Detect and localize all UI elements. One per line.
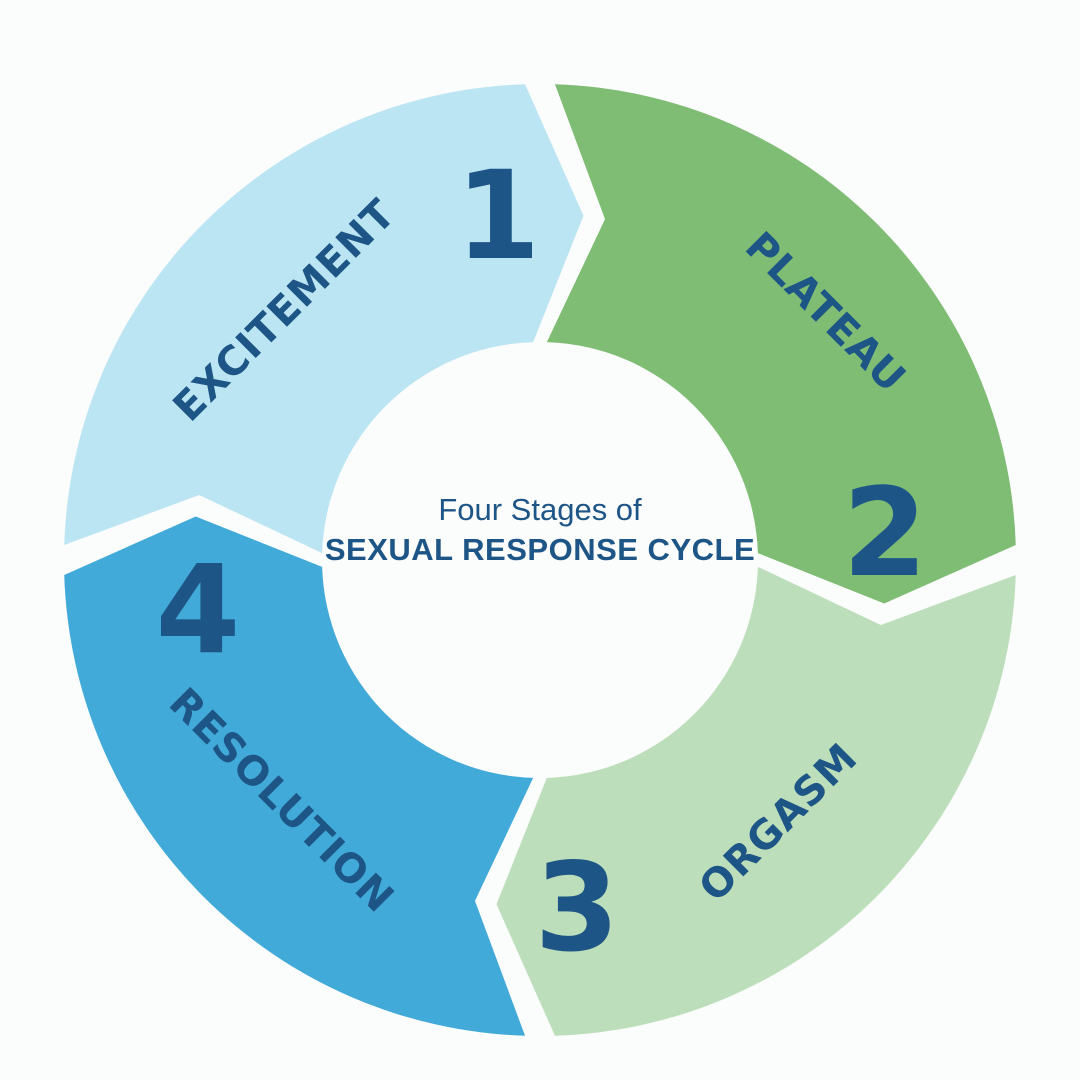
center-main-title: SEXUAL RESPONSE CYCLE <box>324 532 756 567</box>
stage-number-1: 1 <box>456 145 541 287</box>
stage-segment-excitement <box>546 84 1016 604</box>
stage-segment-resolution <box>64 84 584 554</box>
stage-segment-orgasm <box>64 516 534 1036</box>
stage-number-3: 3 <box>535 837 620 979</box>
stage-segment-plateau <box>496 566 1016 1036</box>
center-subtitle: Four Stages of <box>438 492 642 527</box>
center-title: Four Stages of SEXUAL RESPONSE CYCLE <box>322 490 758 570</box>
stage-number-2: 2 <box>843 462 928 604</box>
stage-number-4: 4 <box>156 539 241 681</box>
